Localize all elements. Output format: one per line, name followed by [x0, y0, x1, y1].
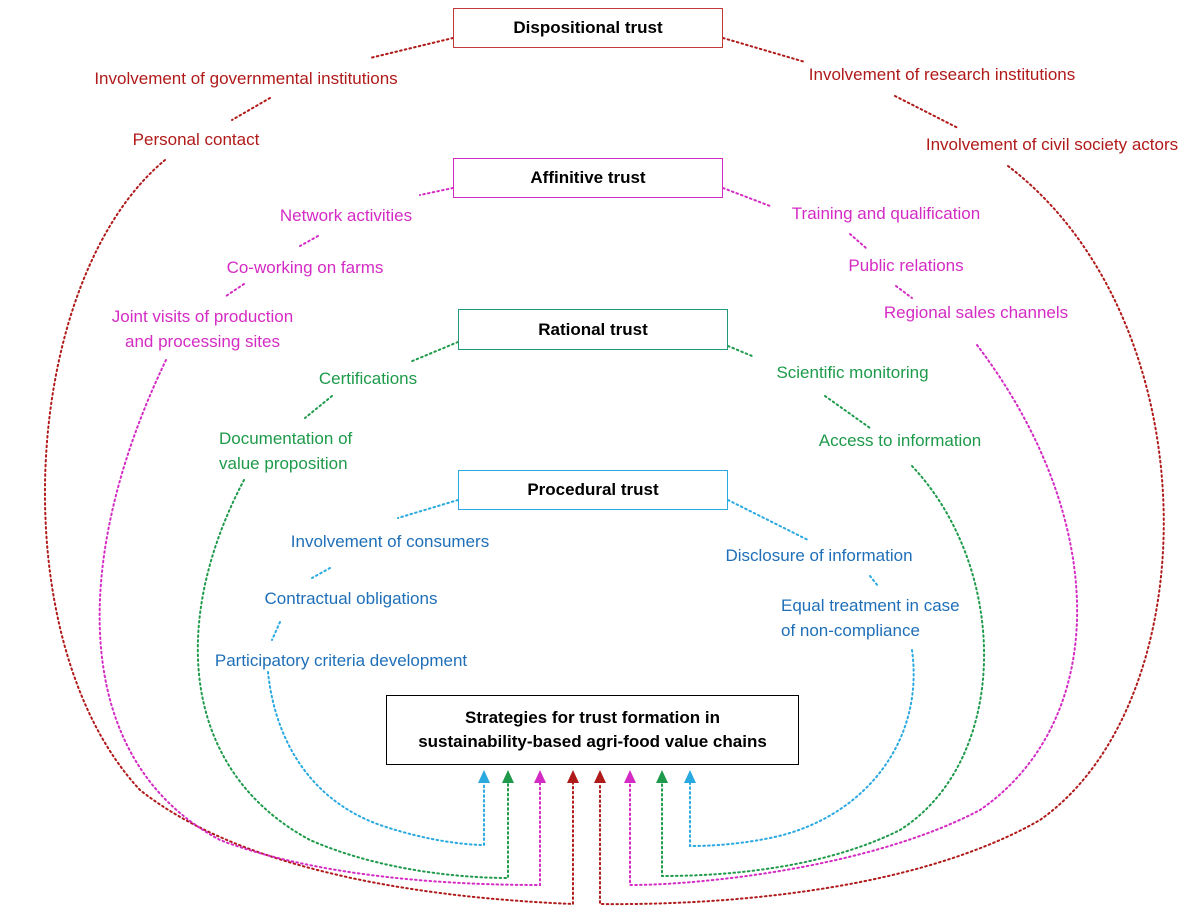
link-rat-sci-access	[824, 395, 871, 429]
rational-trust-box: Rational trust	[458, 309, 728, 350]
curve-rat-left	[196, 479, 509, 880]
label-public-relations: Public relations	[848, 256, 964, 275]
arrow-rational-left	[502, 770, 514, 783]
arrow-dispositional-left	[567, 770, 579, 783]
curve-aff-left	[98, 359, 541, 887]
label-scientific-monitoring: Scientific monitoring	[776, 363, 929, 382]
label-participatory-criteria-development: Participatory criteria development	[214, 651, 468, 670]
link-rat-right	[727, 345, 753, 357]
strategies-goal-box: Strategies for trust formation in sustai…	[386, 695, 799, 765]
link-rat-cert-doc	[304, 395, 333, 419]
label-equal-treatment-line2: of non-compliance	[781, 621, 920, 640]
curve-aff-right	[629, 344, 1079, 887]
label-civil-society-actors: Involvement of civil society actors	[925, 135, 1179, 154]
arrow-affinitive-right	[624, 770, 636, 783]
label-joint-visits-line2: and processing sites	[125, 332, 280, 351]
goal-line2: sustainability-based agri-food value cha…	[418, 732, 767, 751]
arrow-dispositional-right	[594, 770, 606, 783]
arrow-rational-right	[656, 770, 668, 783]
label-documentation-line2: value proposition	[219, 454, 348, 473]
link-disp-gov-personal	[231, 97, 271, 121]
link-aff-left	[419, 187, 454, 196]
affinitive-trust-box: Affinitive trust	[453, 158, 723, 198]
procedural-trust-box: Procedural trust	[458, 470, 728, 510]
curve-disp-right	[599, 165, 1165, 906]
label-regional-sales-channels: Regional sales channels	[883, 303, 1069, 322]
curve-proc-right	[689, 649, 915, 848]
label-contractual-obligations: Contractual obligations	[264, 589, 438, 608]
link-disp-left	[369, 37, 454, 59]
label-disclosure-of-information: Disclosure of information	[725, 546, 913, 565]
link-aff-training-public	[849, 233, 867, 249]
arrow-procedural-right	[684, 770, 696, 783]
label-certifications: Certifications	[318, 369, 418, 388]
label-involvement-of-consumers: Involvement of consumers	[290, 532, 490, 551]
link-proc-inv-contract	[311, 567, 331, 579]
link-disp-research-civil	[894, 95, 959, 129]
label-equal-treatment-line1: Equal treatment in case	[781, 596, 960, 615]
link-proc-left	[397, 499, 459, 519]
arrow-affinitive-left	[534, 770, 546, 783]
label-documentation-value-proposition: Documentation of value proposition	[219, 426, 409, 476]
link-aff-right	[722, 187, 771, 207]
dispositional-trust-box: Dispositional trust	[453, 8, 723, 48]
link-proc-contract-participatory	[271, 621, 281, 641]
label-network-activities: Network activities	[279, 206, 413, 225]
label-access-to-information: Access to information	[818, 431, 982, 450]
label-personal-contact: Personal contact	[132, 130, 260, 149]
link-disp-right	[722, 37, 806, 63]
curve-proc-left	[267, 671, 485, 847]
label-joint-visits-line1: Joint visits of production	[111, 307, 294, 326]
link-aff-network-coworking	[299, 235, 319, 247]
label-research-institutions: Involvement of research institutions	[808, 65, 1076, 84]
link-aff-coworking-joint	[225, 283, 245, 297]
label-co-working-on-farms: Co-working on farms	[226, 258, 384, 277]
curve-disp-left	[43, 159, 574, 906]
link-proc-disclosure-equal	[869, 575, 879, 587]
arrow-procedural-left	[478, 770, 490, 783]
link-rat-left	[409, 341, 459, 363]
label-equal-treatment: Equal treatment in case of non-complianc…	[781, 593, 981, 643]
label-documentation-line1: Documentation of	[219, 429, 353, 448]
link-aff-public-regional	[895, 285, 913, 299]
link-proc-right	[727, 499, 809, 541]
label-governmental-institutions: Involvement of governmental institutions	[94, 69, 398, 88]
label-training-qualification: Training and qualification	[791, 204, 981, 223]
label-joint-visits: Joint visits of production and processin…	[90, 304, 315, 354]
curve-rat-right	[661, 465, 985, 878]
goal-line1: Strategies for trust formation in	[464, 708, 721, 727]
